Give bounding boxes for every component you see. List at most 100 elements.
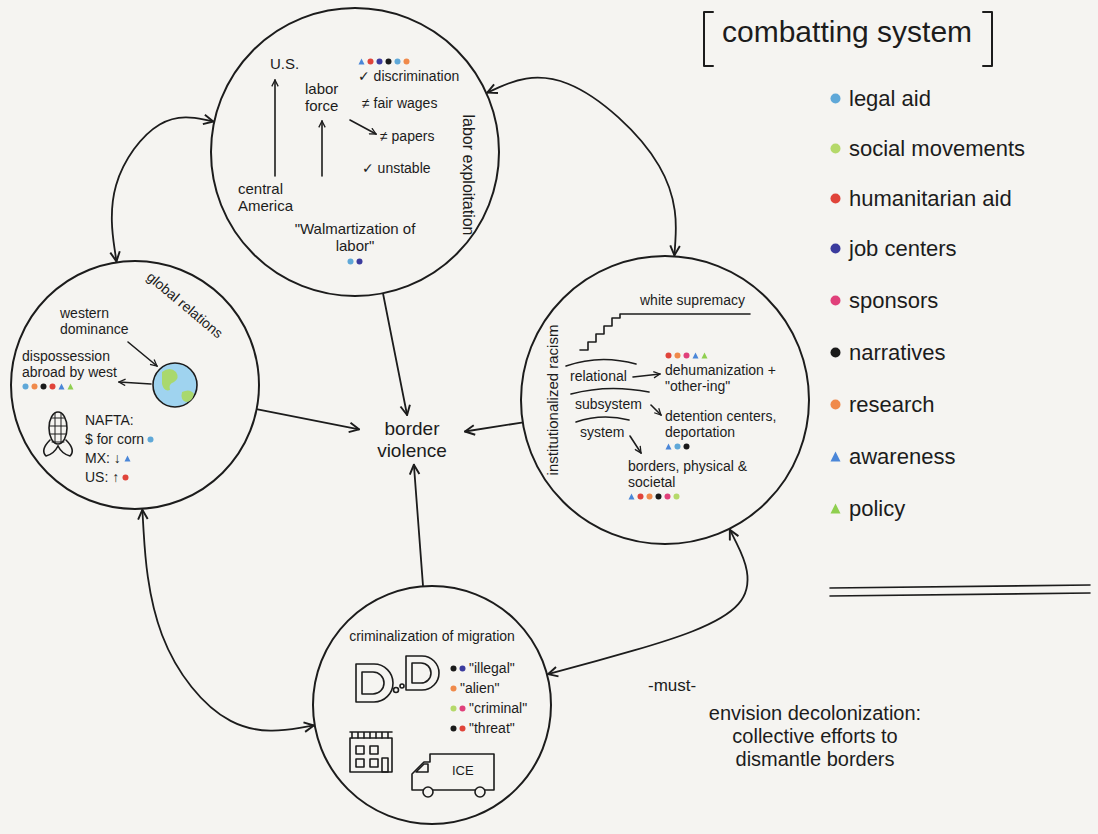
marker-dot: [376, 58, 383, 65]
text-item: system: [580, 424, 624, 440]
text-item: ✓ unstable: [362, 160, 431, 176]
node-text: ≠ fair wages: [362, 95, 437, 111]
marker-dot: [683, 443, 690, 450]
text-item: NAFTA:: [85, 412, 134, 428]
marker-dot: [664, 493, 671, 500]
marker-dot: [655, 493, 662, 500]
legend-swatch: [830, 143, 841, 154]
legend-entry: humanitarian aid: [830, 186, 1012, 211]
marker-dot: [356, 258, 363, 265]
text-item: subsystem: [575, 396, 642, 412]
node-text: ✓ unstable: [362, 160, 431, 176]
connector-arrow: [414, 465, 423, 586]
van-text: ICE: [452, 764, 474, 779]
legend-entry: research: [830, 392, 935, 417]
node-text: ≠ papers: [380, 128, 434, 144]
circle-heading: institutionalized racism: [544, 325, 561, 476]
circle-node: institutionalized racism white supremacy r…: [520, 255, 810, 545]
marker-dot: [49, 383, 56, 390]
node-text: US: ↑: [85, 469, 119, 485]
marker-dots: [450, 705, 466, 712]
node-text: "Walmartization of labor": [280, 220, 430, 255]
marker-dot: [646, 493, 653, 500]
center-text: border violence: [362, 418, 462, 462]
circle-heading: labor exploitation: [459, 115, 477, 236]
legend-title: combatting system: [722, 15, 972, 50]
marker-dots: [665, 443, 690, 450]
node-text: dispossession abroad by west: [22, 348, 117, 380]
marker-dot: [665, 443, 672, 450]
text-item: "threat": [450, 720, 515, 736]
legend-swatch: [830, 193, 841, 204]
text-item: central America: [238, 180, 313, 215]
circle-node: criminalization of migration "illegal" "al…: [312, 585, 552, 825]
connector-arrow: [142, 510, 313, 731]
marker-dots: [147, 436, 154, 443]
marker-dots: [122, 474, 129, 481]
note-label: -must-: [648, 676, 696, 696]
node-text: "illegal": [469, 660, 515, 676]
text-item: US: ↑: [85, 469, 129, 485]
legend-entry: social movements: [830, 136, 1025, 161]
marker-dots: [450, 685, 457, 692]
node-text: MX: ↓: [85, 450, 121, 466]
marker-dot: [459, 705, 466, 712]
text-item: western dominance: [60, 305, 138, 337]
text-item: labor force: [305, 80, 353, 115]
marker-dot: [450, 725, 457, 732]
legend-entry: awareness: [830, 444, 955, 469]
marker-dot: [692, 352, 699, 359]
marker-dot: [665, 352, 672, 359]
text-item: dehumanization + "other-ing": [665, 352, 793, 394]
text-item: labor exploitation: [459, 115, 477, 236]
marker-dot: [683, 352, 690, 359]
text-item: detention centers, deportation: [665, 408, 790, 450]
legend-text: job centers: [849, 236, 957, 261]
marker-dot: [31, 383, 38, 390]
node-text: detention centers, deportation: [665, 408, 790, 440]
legend-entry: policy: [830, 496, 905, 521]
text-item: ≠ fair wages: [362, 95, 437, 111]
marker-dots: [124, 455, 131, 462]
legend-text: awareness: [849, 444, 955, 469]
marker-dot: [403, 58, 410, 65]
marker-dot: [347, 258, 354, 265]
text-item: white supremacy: [640, 292, 745, 308]
legend-swatch: [830, 503, 841, 514]
node-text: $ for corn: [85, 431, 144, 447]
node-text: "alien": [460, 680, 500, 696]
circle-heading: criminalization of migration: [349, 628, 515, 644]
circle-node: labor exploitationU.S.labor forcecentral…: [210, 7, 500, 297]
legend-text: social movements: [849, 136, 1025, 161]
circle-heading: global relations: [144, 269, 226, 342]
marker-dots: [347, 258, 363, 265]
node-text: ✓ discrimination: [358, 68, 459, 84]
node-text: relational: [570, 368, 627, 384]
marker-dot: [459, 665, 466, 672]
marker-dot: [701, 352, 708, 359]
connector-arrow: [487, 78, 676, 256]
text-item: borders, physical & societal: [628, 458, 763, 500]
legend-entry: legal aid: [830, 86, 931, 111]
text-item: ≠ papers: [380, 128, 434, 144]
marker-dot: [122, 474, 129, 481]
legend-swatch: [830, 399, 841, 410]
marker-dot: [147, 436, 154, 443]
legend-swatch: [830, 295, 841, 306]
connector-arrow: [383, 294, 407, 415]
marker-dot: [674, 443, 681, 450]
text-item: "criminal": [450, 700, 527, 716]
text-item: global relations: [144, 269, 226, 342]
marker-dot: [459, 725, 466, 732]
marker-dot: [628, 493, 635, 500]
text-item: $ for corn: [85, 431, 154, 447]
legend-text: narratives: [849, 340, 946, 365]
node-text: "criminal": [469, 700, 527, 716]
text-item: "illegal": [450, 660, 515, 676]
node-text: "threat": [469, 720, 515, 736]
note-label: envision decolonization: collective effo…: [690, 702, 940, 771]
marker-dot: [58, 383, 65, 390]
text-node: border violence: [362, 418, 462, 462]
marker-dot: [450, 685, 457, 692]
legend-text: legal aid: [849, 86, 931, 111]
